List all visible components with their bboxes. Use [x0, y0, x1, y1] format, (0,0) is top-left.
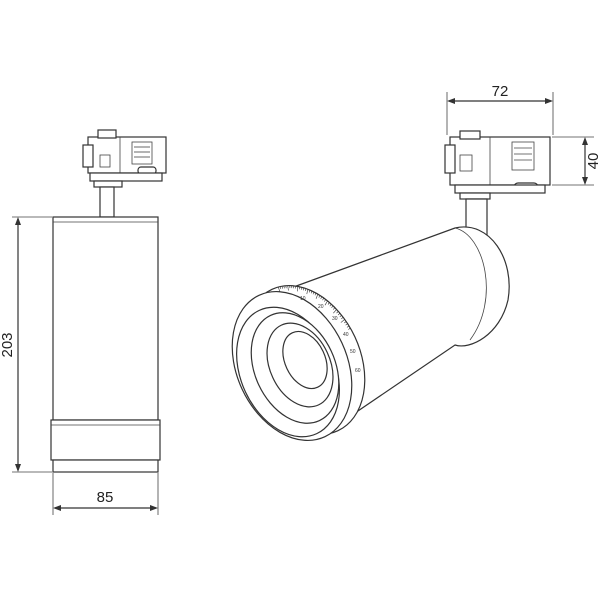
- front-stem: [99, 186, 115, 218]
- dial-tick: [310, 290, 313, 294]
- perspective-track-adapter: [444, 130, 551, 200]
- dial-tick: [314, 292, 317, 296]
- dial-label-4: 40: [343, 332, 349, 338]
- dial-tick: [345, 323, 348, 326]
- dial-tick: [329, 303, 332, 307]
- adapter-height-dimension: 40: [552, 136, 600, 186]
- dial-tick: [344, 321, 347, 324]
- dial-tick: [337, 313, 341, 316]
- width-dimension: 85: [52, 473, 159, 515]
- dial-tick: [287, 285, 289, 291]
- height-dimension: 203: [0, 216, 52, 473]
- dial-tick: [322, 297, 324, 301]
- dial-tick: [341, 317, 344, 320]
- adapter-height-label: 40: [585, 153, 600, 170]
- dial-label-5: 50: [350, 349, 356, 355]
- adapter-width-dimension: 72: [446, 83, 554, 135]
- dial-tick: [327, 302, 330, 305]
- front-body: [50, 216, 161, 473]
- dial-tick: [339, 315, 342, 318]
- dial-tick: [277, 286, 281, 292]
- perspective-body: [231, 226, 510, 442]
- dial-tick: [281, 286, 283, 289]
- dial-tick: [308, 289, 311, 293]
- dial-tick: [336, 311, 339, 314]
- dial-label-6: 60: [355, 368, 361, 374]
- dial-tick: [346, 325, 350, 328]
- dial-tick: [348, 327, 351, 330]
- perspective-view: 10 20 30 40 50 60 72 40: [231, 83, 600, 442]
- dial-tick: [324, 299, 326, 302]
- dial-tick: [333, 307, 336, 310]
- adapter-width-label: 72: [492, 83, 509, 100]
- dial-tick: [283, 285, 285, 289]
- dial-tick: [333, 309, 337, 314]
- dial-scale-labels: 10 20 30 40 50 60: [300, 296, 361, 374]
- dial-tick: [340, 319, 345, 323]
- width-label: 85: [97, 489, 114, 506]
- dial-tick: [312, 291, 315, 295]
- height-label: 203: [0, 332, 16, 357]
- dial-tick: [320, 296, 323, 299]
- front-view: 203 85: [0, 129, 167, 515]
- dial-tick: [318, 295, 321, 298]
- dial-tick: [331, 305, 334, 309]
- front-track-adapter: [82, 129, 167, 188]
- dial-tick: [279, 286, 282, 290]
- dial-tick: [306, 289, 309, 295]
- dial-label-3: 30: [332, 316, 338, 322]
- dial-tick: [315, 293, 319, 299]
- dial-label-1: 10: [300, 296, 306, 302]
- dial-tick: [324, 300, 328, 306]
- dial-scale: [277, 285, 351, 330]
- dial-label-2: 20: [318, 304, 324, 310]
